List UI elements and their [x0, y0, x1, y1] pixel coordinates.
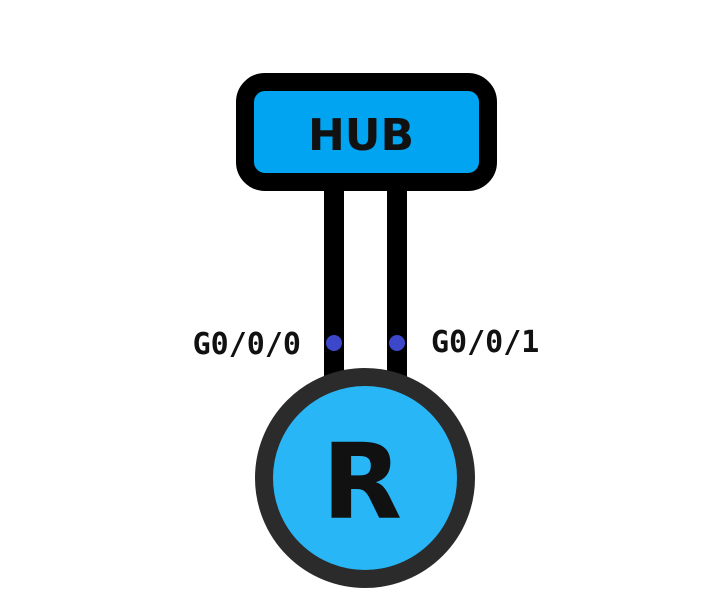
router-node: R	[255, 368, 475, 588]
port-label-g0-0-0: G0/0/0	[193, 327, 301, 362]
router-circle	[255, 368, 475, 588]
port-dot-g0-0-0	[326, 335, 342, 351]
hub-label: HUB	[308, 110, 414, 161]
hub-box	[236, 73, 497, 191]
port-label-g0-0-1: G0/0/1	[431, 325, 539, 360]
hub-node: HUB	[236, 73, 497, 191]
port-dot-g0-0-1	[389, 335, 405, 351]
router-label: R	[322, 421, 402, 543]
